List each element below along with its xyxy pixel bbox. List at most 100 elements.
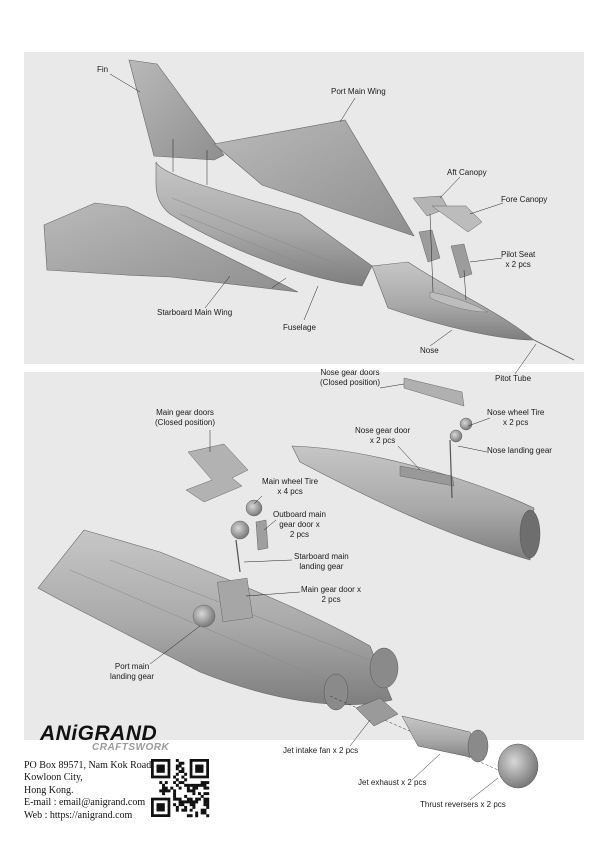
qr-module — [178, 800, 182, 804]
nose-gear-door-part — [399, 465, 455, 487]
starboard-engine-nozzle — [323, 673, 349, 711]
qr-module — [203, 786, 207, 790]
qr-module — [192, 783, 196, 787]
thrust-reverser-part — [497, 743, 539, 789]
qr-module — [173, 797, 177, 801]
qr-module — [192, 789, 196, 793]
qr-module — [206, 786, 210, 790]
brand-name: ANiGRAND — [40, 722, 158, 745]
qr-module — [175, 767, 179, 771]
label-main-gear-door: Main gear door x 2 pcs — [301, 585, 361, 605]
qr-module — [184, 783, 188, 787]
qr-module — [173, 775, 177, 779]
qr-module — [186, 789, 190, 793]
main-wheel-tire-b — [230, 520, 250, 540]
label-port-main-landing-gear-line1: Port main — [114, 662, 150, 671]
qr-module — [195, 811, 199, 815]
nose-wheel-tire-a — [449, 429, 463, 443]
jet-intake-fan-part — [355, 697, 399, 727]
label-main-wheel-tire-line2: x 4 pcs — [277, 487, 303, 496]
qr-module — [175, 808, 179, 812]
label-nose-gear-door-line2: x 2 pcs — [369, 436, 396, 445]
qr-module — [173, 781, 177, 785]
qr-module — [181, 803, 185, 807]
label-nose: Nose — [420, 346, 439, 355]
qr-module — [159, 781, 163, 785]
qr-module — [203, 800, 207, 804]
starboard-main-wing-part — [43, 202, 299, 293]
qr-module — [164, 781, 168, 785]
qr-module — [203, 803, 207, 807]
qr-module — [167, 789, 171, 793]
qr-module — [178, 761, 182, 765]
label-nose-landing-gear: Nose landing gear — [487, 446, 552, 455]
label-jet-exhaust: Jet exhaust x 2 pcs — [358, 778, 427, 787]
label-outboard-main-gear-door-line3: 2 pcs — [289, 530, 310, 539]
qr-module — [200, 811, 204, 815]
qr-module — [181, 767, 185, 771]
label-main-gear-door-line1: Main gear door x — [301, 585, 362, 594]
fin-part — [128, 59, 225, 161]
pitot-tube-part — [533, 339, 575, 361]
address-line-4: E-mail : email@anigrand.com — [24, 797, 146, 809]
qr-module — [206, 803, 210, 807]
pilot-seat-b — [450, 243, 473, 279]
qr-module — [178, 797, 182, 801]
label-starboard-main-landing-gear-line1: Starboard main — [294, 552, 349, 561]
label-main-gear-doors-line1: Main gear doors — [156, 408, 214, 417]
qr-code — [151, 759, 210, 818]
qr-module — [159, 789, 163, 793]
label-nose-gear-doors-line2: (Closed position) — [320, 378, 381, 387]
address-line-3: Hong Kong. — [24, 784, 74, 796]
address-line-5: Web : https://anigrand.com — [24, 809, 133, 821]
label-main-gear-doors: Main gear doors (Closed position) — [155, 408, 215, 428]
qr-module — [192, 786, 196, 790]
qr-module — [173, 794, 177, 798]
qr-module — [162, 789, 166, 793]
label-outboard-main-gear-door-line1: Outboard main — [273, 510, 326, 519]
qr-module — [200, 781, 204, 785]
label-starboard-main-landing-gear-line2: landing gear — [299, 562, 344, 571]
port-main-landing-gear-wheel — [192, 604, 216, 628]
label-nose-wheel-tire: Nose wheel Tire x 2 pcs — [487, 408, 544, 428]
label-nose-wheel-tire-line2: x 2 pcs — [503, 418, 529, 427]
port-engine-nozzle — [369, 647, 399, 689]
brand-sub: CRAFTSWORK — [92, 742, 170, 753]
qr-module — [197, 792, 201, 796]
label-main-wheel-tire-line1: Main wheel Tire — [262, 477, 319, 486]
qr-module — [173, 789, 177, 793]
qr-module — [184, 778, 188, 782]
fuselage-part — [155, 161, 373, 287]
jet-exhaust-part — [401, 715, 485, 761]
label-fin: Fin — [97, 65, 109, 74]
qr-module — [203, 781, 207, 785]
label-starboard-main-wing: Starboard Main Wing — [157, 308, 233, 317]
label-pilot-seat: Pilot Seat x 2 pcs — [501, 250, 535, 270]
qr-module — [175, 783, 179, 787]
qr-finder — [156, 803, 165, 812]
upper-leader-lines — [109, 73, 537, 375]
qr-module — [206, 797, 210, 801]
label-port-main-wing: Port Main Wing — [331, 87, 386, 96]
qr-module — [200, 808, 204, 812]
jet-exhaust-ring — [467, 729, 489, 763]
qr-module — [181, 770, 185, 774]
qr-module — [173, 803, 177, 807]
qr-module — [195, 814, 199, 818]
qr-module — [189, 803, 193, 807]
qr-module — [186, 786, 190, 790]
label-nose-gear-doors: Nose gear doors (Closed position) — [320, 368, 380, 388]
qr-module — [186, 814, 190, 818]
qr-module — [206, 781, 210, 785]
qr-finder — [156, 764, 165, 773]
qr-module — [186, 797, 190, 801]
qr-module — [206, 792, 210, 796]
nose-intake — [519, 509, 541, 559]
qr-module — [178, 781, 182, 785]
qr-module — [189, 789, 193, 793]
qr-module — [189, 800, 193, 804]
qr-module — [175, 759, 179, 762]
address-line-2: Kowloon City, — [24, 772, 83, 784]
label-pilot-seat-line2: x 2 pcs — [505, 260, 531, 269]
nose-section-part — [291, 445, 535, 561]
